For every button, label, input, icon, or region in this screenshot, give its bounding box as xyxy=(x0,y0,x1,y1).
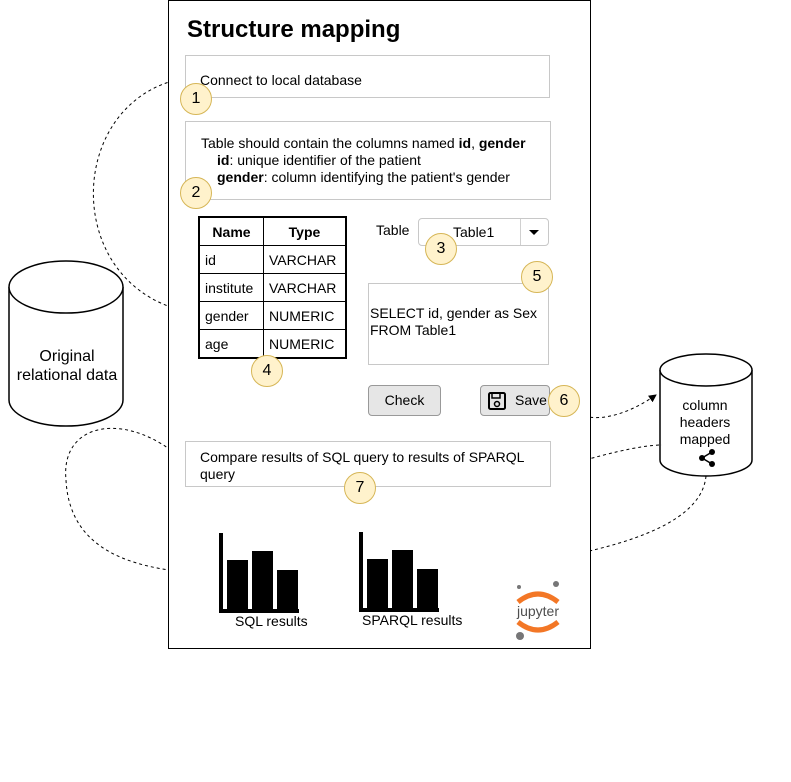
sparql-results-bar-chart-icon xyxy=(359,532,439,612)
table-row: institute VARCHAR xyxy=(198,273,347,302)
table-select[interactable]: Table1 xyxy=(418,218,549,246)
save-icon xyxy=(488,392,506,410)
step2-line2-rest: : unique identifier of the patient xyxy=(229,152,421,168)
mapped-label-line1: column xyxy=(682,397,728,413)
original-data-label: Original relational data xyxy=(12,347,122,385)
original-data-label-line2: relational data xyxy=(16,367,118,384)
schema-cell-name: age xyxy=(198,329,264,359)
step2-line3: gender: column identifying the patient's… xyxy=(217,169,510,186)
step1-badge: 1 xyxy=(180,83,212,115)
mapped-cylinder xyxy=(659,353,753,477)
connector-orig-to-sql xyxy=(65,427,209,578)
schema-cell-name: id xyxy=(198,245,264,274)
step2-col-gender: gender xyxy=(478,135,526,151)
jupyter-logo: jupyter xyxy=(516,581,560,640)
mapped-label-line3: mapped xyxy=(679,431,731,447)
schema-cell-name: institute xyxy=(198,273,264,302)
schema-cell-type: NUMERIC xyxy=(263,301,347,330)
step5-badge: 5 xyxy=(521,261,553,293)
mapped-headers-label: column headers mapped xyxy=(660,397,750,448)
check-button[interactable]: Check xyxy=(368,385,441,416)
step7-text: Compare results of SQL query to results … xyxy=(200,449,524,482)
step2-line1: Table should contain the columns named i… xyxy=(201,135,526,152)
step1-box: Connect to local database xyxy=(185,55,550,98)
step2-line3-rest: : column identifying the patient's gende… xyxy=(263,169,510,185)
jupyter-wordmark: jupyter xyxy=(516,603,559,619)
step7-badge: 7 xyxy=(344,472,376,504)
schema-header-type: Type xyxy=(263,216,347,246)
mapped-label-line2: headers xyxy=(679,414,731,430)
schema-cell-name: gender xyxy=(198,301,264,330)
step2-badge: 2 xyxy=(180,177,212,209)
step2-col-id: id xyxy=(458,135,472,151)
connector-step7-to-mapped xyxy=(550,444,663,471)
schema-cell-type: NUMERIC xyxy=(263,329,347,359)
schema-cell-type: VARCHAR xyxy=(263,245,347,274)
table-row: age NUMERIC xyxy=(198,329,347,359)
step3-badge: 3 xyxy=(425,233,457,265)
table-select-value: Table1 xyxy=(453,224,495,240)
table-select-divider xyxy=(520,219,521,245)
schema-table: Name Type id VARCHAR institute VARCHAR g… xyxy=(198,216,347,359)
step1-text: Connect to local database xyxy=(200,72,362,88)
step4-badge: 4 xyxy=(251,355,283,387)
sql-results-caption: SQL results xyxy=(235,613,308,629)
table-row: gender NUMERIC xyxy=(198,301,347,330)
page-title: Structure mapping xyxy=(187,16,401,43)
share-icon xyxy=(699,449,715,467)
step2-box: Table should contain the columns named i… xyxy=(185,121,551,200)
schema-header-row: Name Type xyxy=(198,216,347,246)
step2-line1-prefix: Table should contain the columns named xyxy=(201,135,459,151)
schema-header-name: Name xyxy=(198,216,264,246)
table-select-label: Table xyxy=(376,222,410,238)
save-button[interactable]: Save xyxy=(480,385,550,416)
sql-query-input[interactable]: SELECT id, gender as Sex FROM Table1 xyxy=(368,283,549,365)
step2-line2: id: unique identifier of the patient xyxy=(217,152,421,169)
original-data-label-line1: Original xyxy=(39,348,95,365)
save-button-label: Save xyxy=(515,392,547,408)
schema-cell-type: VARCHAR xyxy=(263,273,347,302)
original-data-cylinder xyxy=(8,260,124,427)
sparql-results-caption: SPARQL results xyxy=(362,612,463,628)
step2-line3-key: gender xyxy=(217,169,264,185)
sql-query-text: SELECT id, gender as Sex FROM Table1 xyxy=(370,305,538,338)
connector-save-to-mapped xyxy=(548,364,657,418)
step6-badge: 6 xyxy=(548,385,580,417)
sql-results-bar-chart-icon xyxy=(219,533,299,613)
table-row: id VARCHAR xyxy=(198,245,347,274)
step2-line2-key: id xyxy=(217,152,230,168)
step2-sep: , xyxy=(471,135,479,151)
chevron-down-icon[interactable] xyxy=(529,230,539,235)
